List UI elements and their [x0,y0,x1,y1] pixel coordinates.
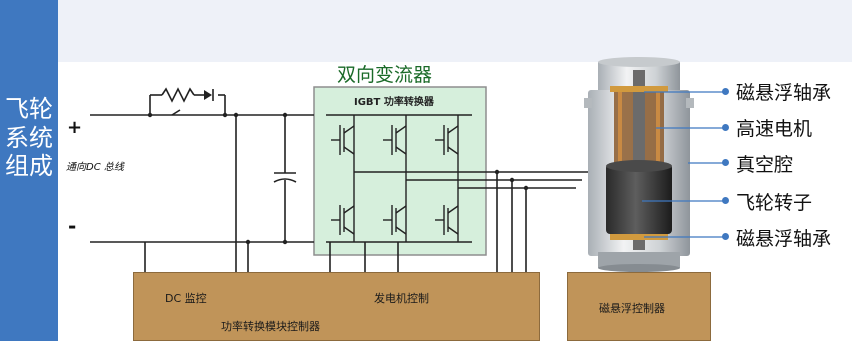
generator-control-label: 发电机控制 [374,292,429,305]
flywheel-unit [584,57,694,272]
dc-minus-label: - [68,214,77,238]
diode-symbol [204,90,212,100]
callout-dot [722,88,729,95]
igbt-leg-2 [383,115,407,242]
sidebar-title: 飞轮系统组成 [5,95,53,180]
igbt-leg-1 [331,115,355,242]
callout-lines [642,91,725,238]
dc-monitor-label: DC 监控 [165,292,207,305]
callout-dot [722,124,729,131]
maglev-controller-box [567,272,711,341]
converter-title: 双向变流器 [337,64,433,86]
callout-dot [722,197,729,204]
module-controller-label: 功率转换模块控制器 [221,320,320,333]
igbt-bridge [326,114,486,243]
header-band [58,0,852,62]
maglev-controller-label: 磁悬浮控制器 [599,302,665,315]
component-label-vacuum: 真空腔 [736,154,794,176]
bus-label: 通向DC 总线 [66,162,124,173]
component-label-bearing-bottom: 磁悬浮轴承 [736,228,832,250]
component-label-bearing-top: 磁悬浮轴承 [736,82,832,104]
module-controller-box [133,272,540,341]
junction-dots [147,112,529,245]
callout-dot [722,233,729,240]
sidebar: 飞轮系统组成 [0,0,58,341]
component-label-motor: 高速电机 [736,118,813,140]
callout-dot [722,159,729,166]
igbt-label: IGBT 功率转换器 [354,97,434,108]
component-label-rotor: 飞轮转子 [736,192,813,214]
dc-plus-label: + [67,117,83,138]
dc-bus-wiring [90,87,588,272]
igbt-leg-3 [435,115,459,242]
